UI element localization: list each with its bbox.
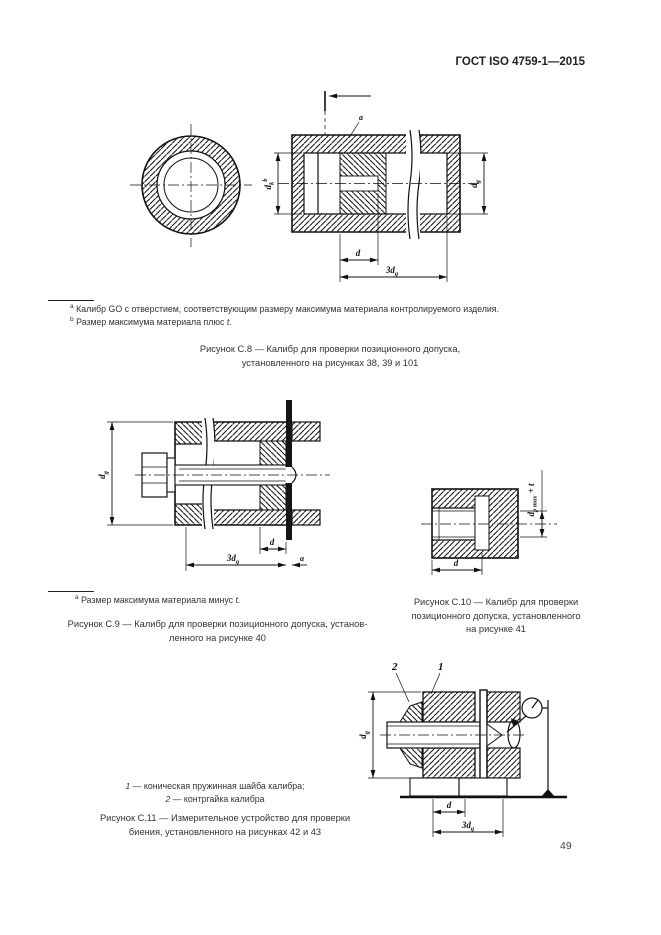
c8-ring-view — [130, 124, 252, 247]
caption-figure-c9: Рисунок С.9 — Калибр для проверки позици… — [40, 618, 395, 645]
c10-dim-label-dpmax: dp max + t — [526, 483, 539, 517]
footnote-marker: b — [70, 316, 74, 323]
document-title: ГОСТ ISO 4759-1—2015 — [455, 56, 585, 68]
footnote-text: Калибр GO с отверстием, соответствующим … — [76, 303, 499, 314]
footnote-c8-b: b Размер максимума материала плюс t. — [70, 316, 232, 327]
c9-dim-label-dg: dg — [97, 470, 110, 479]
c8-dim-label-dg: dg — [469, 179, 482, 188]
figure-c11-legend: 1 — коническая пружинная шайба калибра; … — [60, 780, 370, 805]
c9-dim-label-d: d — [270, 537, 275, 547]
caption-line: Рисунок С.10 — Калибр для проверки — [413, 597, 579, 607]
footnote-marker: a — [70, 303, 74, 310]
footnote-marker: a — [75, 594, 79, 601]
c11-dial-indicator — [506, 697, 555, 797]
caption-line: Рисунок С.9 — Калибр для проверки позици… — [67, 619, 368, 629]
caption-figure-c11: Рисунок С.11 — Измерительное устройство … — [40, 812, 410, 839]
legend-number: 1 — [125, 781, 131, 791]
c10-gauge-section: d dp max + t — [421, 470, 557, 575]
legend-item: 2 — контргайка калибра — [60, 793, 370, 806]
c11-callout-2: 2 — [391, 661, 398, 673]
c8-section-view: a dkb dg d 3dg — [262, 91, 488, 282]
c8-dim-label-3dg: 3dg — [385, 265, 399, 278]
c9-note-a-label: a — [300, 554, 304, 563]
caption-line: Рисунок С.11 — Измерительное устройство … — [99, 813, 351, 823]
footnote-text: Размер максимума материала плюс — [76, 316, 225, 327]
figure-c8-drawing: a dkb dg d 3dg — [130, 91, 488, 282]
c9-gauge-section: dg d 3dg a — [97, 400, 330, 571]
c11-dim-label-d: d — [447, 800, 452, 810]
c9-dim-label-3dg: 3dg — [226, 553, 240, 566]
c11-callout-1: 1 — [438, 661, 444, 673]
c8-dim-label-dk: dkb — [262, 178, 276, 190]
caption-figure-c10: Рисунок С.10 — Калибр для проверки позиц… — [398, 596, 594, 637]
legend-text: — коническая пружинная шайба калибра; — [132, 781, 305, 791]
c11-dim-label-dg: dg — [358, 730, 371, 739]
c11-measuring-device: 2 1 dg d 3dg — [358, 661, 567, 837]
footnote-rule-c8 — [48, 300, 94, 301]
footnote-text: Размер максимума материала минус — [81, 594, 234, 605]
figure-c11-drawing: 2 1 dg d 3dg — [358, 661, 567, 837]
caption-line: ленного на рисунке 40 — [169, 632, 266, 643]
c11-dim-label-3dg: 3dg — [461, 820, 475, 833]
figure-c10-drawing: d dp max + t — [421, 470, 557, 575]
caption-figure-c8: Рисунок С.8 — Калибр для проверки позици… — [130, 343, 530, 370]
caption-line: установленного на рисунках 38, 39 и 101 — [241, 357, 419, 368]
caption-line: биения, установленного на рисунках 42 и … — [128, 826, 322, 837]
footnote-italic-t: t. — [235, 594, 241, 605]
legend-number: 2 — [165, 793, 171, 804]
footnote-c8-a: a Калибр GO с отверстием, соответствующи… — [70, 303, 499, 314]
footnote-italic-t: t. — [226, 316, 232, 327]
caption-line: Рисунок С.8 — Калибр для проверки позици… — [199, 344, 461, 354]
caption-line: позиционного допуска, установленного — [411, 610, 581, 621]
page-number: 49 — [560, 840, 572, 852]
c8-dim-label-d: d — [356, 248, 361, 258]
footnote-c9-a: a Размер максимума материала минус t. — [75, 594, 240, 605]
caption-line: на рисунке 41 — [466, 624, 526, 634]
figure-c9-drawing: dg d 3dg a — [97, 400, 330, 571]
c8-note-a-label: a — [359, 113, 363, 122]
c10-dim-label-d: d — [454, 558, 459, 568]
legend-text: — контргайка калибра — [172, 793, 265, 804]
legend-item: 1 — коническая пружинная шайба калибра; — [60, 780, 370, 793]
footnote-rule-c9 — [48, 591, 94, 592]
